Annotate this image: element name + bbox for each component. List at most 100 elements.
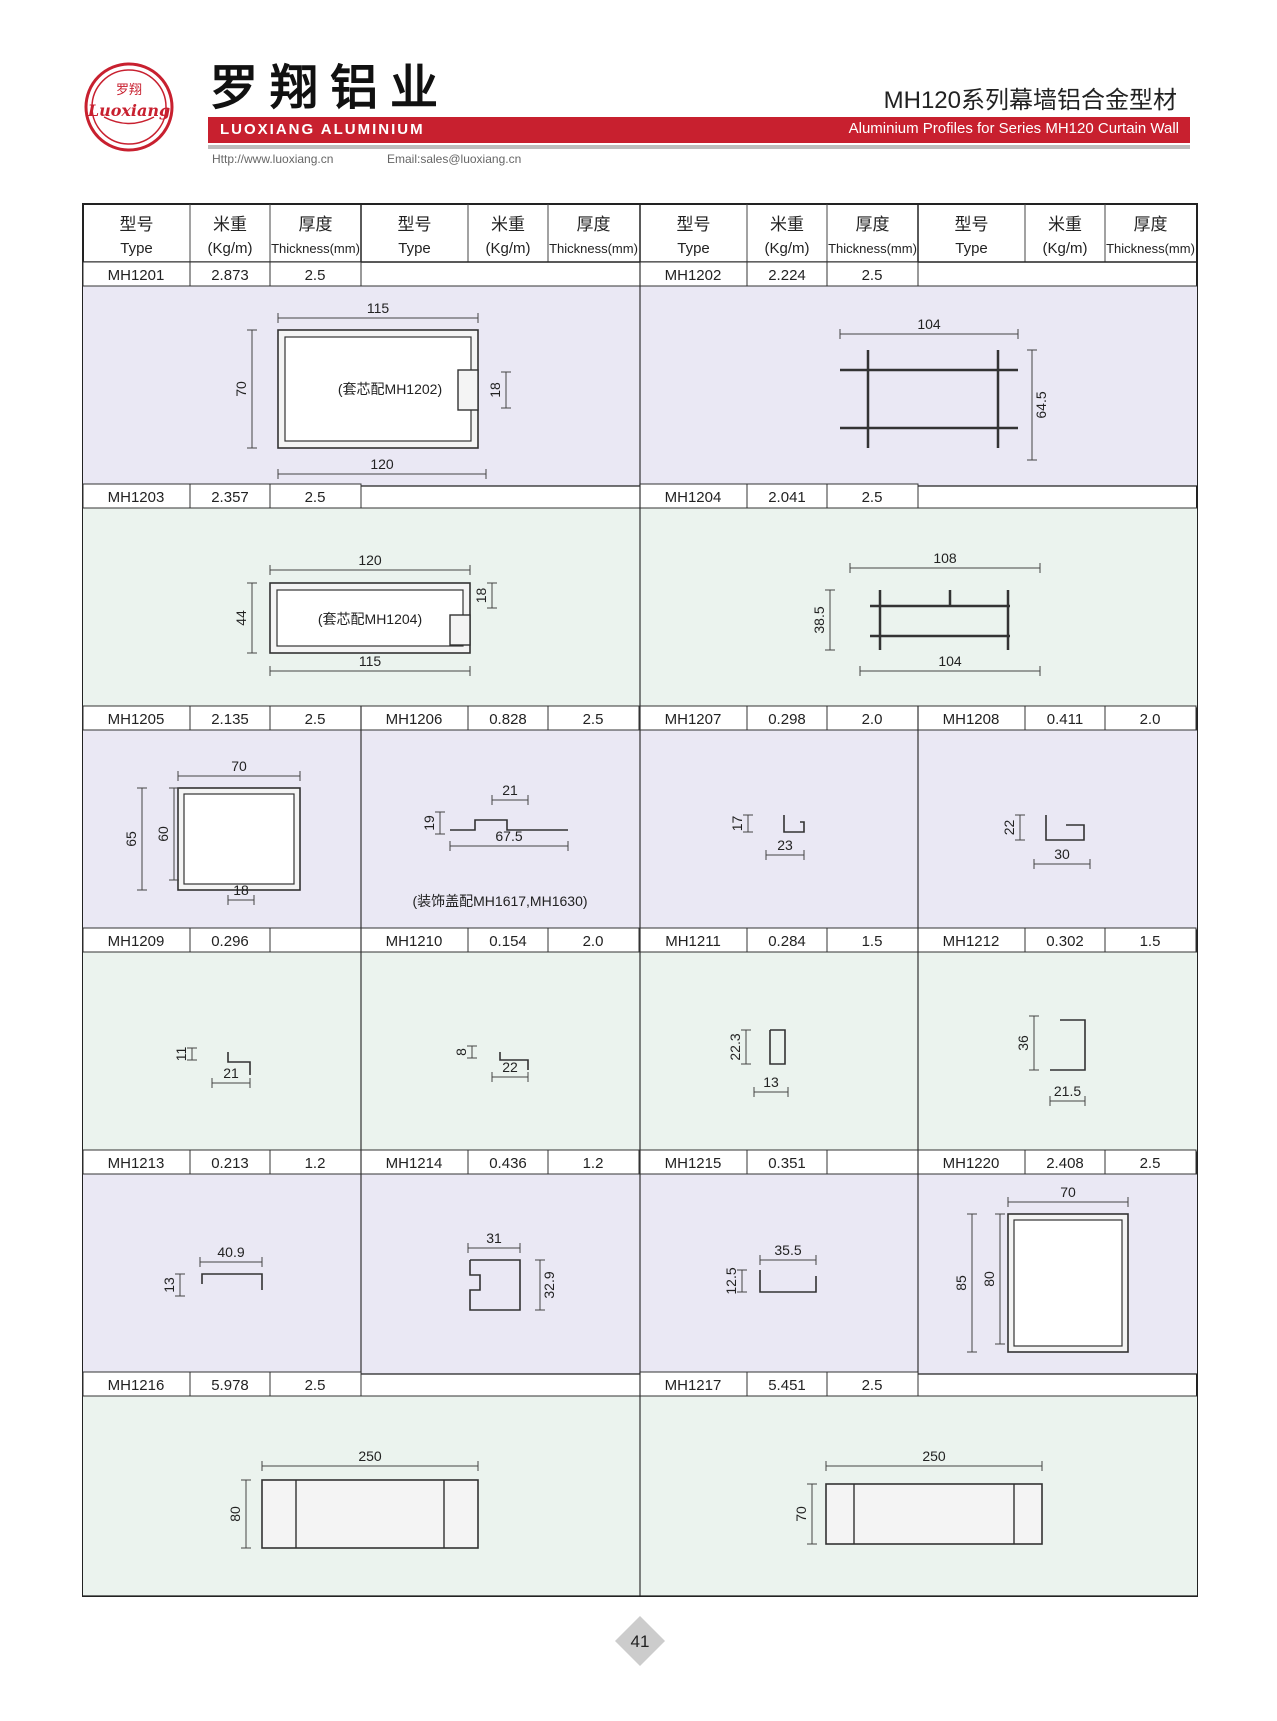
dimension-label: 60	[155, 826, 171, 842]
drawing-panel	[361, 730, 640, 930]
product-type: MH1209	[108, 933, 165, 950]
drawing-panel	[640, 286, 1197, 486]
dimension-label: 70	[1060, 1184, 1076, 1200]
product-weight: 2.135	[211, 711, 249, 728]
product-type: MH1208	[943, 711, 1000, 728]
product-thickness: 2.5	[862, 1377, 883, 1394]
product-thickness: 1.2	[583, 1155, 604, 1172]
profile-shape	[1013, 1219, 1123, 1347]
profile-shape	[783, 815, 805, 833]
column-header-cn: 厚度	[299, 215, 333, 234]
dimension-label: 35.5	[774, 1242, 801, 1258]
column-header-en: (Kg/m)	[486, 240, 531, 257]
dimension-label: 21	[223, 1065, 239, 1081]
product-thickness: 1.5	[1140, 933, 1161, 950]
product-thickness: 2.5	[862, 489, 883, 506]
spec-strip	[82, 1149, 362, 1175]
profile-shape	[183, 793, 295, 885]
spec-strip	[917, 927, 1197, 953]
column-header-cn: 厚度	[856, 215, 890, 234]
product-type: MH1213	[108, 1155, 165, 1172]
spec-strip	[639, 927, 919, 953]
drawing-panel	[83, 952, 361, 1152]
product-thickness: 2.5	[583, 711, 604, 728]
dimension-label: 22	[1001, 820, 1017, 836]
spec-strip	[639, 483, 919, 509]
column-header-cn: 厚度	[577, 215, 611, 234]
spec-strip	[82, 483, 362, 509]
dimension-label: 120	[370, 456, 394, 472]
dimension-label: 31	[486, 1230, 502, 1246]
drawing-panel	[640, 508, 1197, 708]
spec-strip	[360, 927, 640, 953]
series-title-en: Aluminium Profiles for Series MH120 Curt…	[848, 120, 1179, 137]
product-weight: 0.298	[768, 711, 806, 728]
dimension-label: 13	[763, 1074, 779, 1090]
product-type: MH1201	[108, 267, 165, 284]
column-header-cn: 米重	[213, 215, 247, 234]
product-type: MH1205	[108, 711, 165, 728]
dimension-label: 80	[981, 1271, 997, 1287]
dimension-label: 250	[358, 1448, 382, 1464]
dimension-label: 11	[173, 1047, 189, 1062]
product-type: MH1207	[665, 711, 722, 728]
column-header-en: Type	[120, 240, 153, 257]
product-weight: 0.436	[489, 1155, 527, 1172]
dimension-label: 12.5	[723, 1267, 739, 1294]
dimension-label: 115	[367, 300, 390, 316]
page-number-badge: 41	[615, 1616, 665, 1666]
dimension-label: 8	[453, 1048, 469, 1056]
profile-shape	[499, 1052, 529, 1070]
product-weight: 0.302	[1046, 933, 1084, 950]
dimension-label: 85	[953, 1275, 969, 1291]
dimension-label: 19	[421, 815, 437, 831]
dimension-label: 18	[473, 588, 489, 604]
svg-text:41: 41	[631, 1632, 650, 1651]
product-thickness: 1.2	[305, 1155, 326, 1172]
website-link[interactable]: Http://www.luoxiang.cn	[212, 152, 334, 166]
drawing-panel	[640, 730, 918, 930]
profile-shape	[1045, 815, 1085, 841]
dimension-label: 44	[233, 610, 249, 626]
product-weight: 0.296	[211, 933, 249, 950]
product-type: MH1210	[386, 933, 443, 950]
svg-text:Luoxiang: Luoxiang	[87, 101, 170, 120]
spec-strip	[360, 1149, 640, 1175]
product-weight: 0.351	[768, 1155, 806, 1172]
dimension-label: 23	[777, 837, 793, 853]
dimension-label: 70	[233, 381, 249, 397]
column-header-en: Type	[398, 240, 431, 257]
column-header-en: Thickness(mm)	[549, 241, 638, 256]
column-header-cn: 型号	[677, 215, 711, 234]
product-thickness: 2.5	[305, 489, 326, 506]
column-header-cn: 型号	[398, 215, 432, 234]
drawing-panel	[918, 952, 1197, 1152]
product-weight: 0.213	[211, 1155, 249, 1172]
profile-shape	[759, 1270, 817, 1293]
dimension-label: 21	[502, 782, 518, 798]
dimension-label: 70	[231, 758, 247, 774]
dimension-label: 65	[123, 831, 139, 847]
product-weight: 2.041	[768, 489, 806, 506]
product-type: MH1216	[108, 1377, 165, 1394]
product-thickness: 2.5	[305, 1377, 326, 1394]
drawing-panel	[640, 1174, 918, 1374]
profile-shape	[1050, 1019, 1086, 1071]
column-header-cn: 型号	[120, 215, 154, 234]
column-header-en: Type	[677, 240, 710, 257]
column-header-cn: 米重	[1048, 215, 1082, 234]
dimension-label: 120	[358, 552, 382, 568]
profile-shape	[825, 1483, 1043, 1545]
dimension-label: 21.5	[1054, 1083, 1081, 1099]
dimension-label: 250	[922, 1448, 946, 1464]
email-link[interactable]: Email:sales@luoxiang.cn	[387, 152, 522, 166]
dimension-label: 22	[502, 1059, 518, 1075]
product-weight: 5.978	[211, 1377, 249, 1394]
spec-strip	[82, 927, 362, 953]
dimension-label: 104	[938, 653, 962, 669]
product-weight: 0.284	[768, 933, 806, 950]
dimension-label: 13	[161, 1277, 177, 1293]
product-type: MH1220	[943, 1155, 1000, 1172]
product-thickness: 2.5	[1140, 1155, 1161, 1172]
dimension-label: 17	[729, 816, 745, 832]
